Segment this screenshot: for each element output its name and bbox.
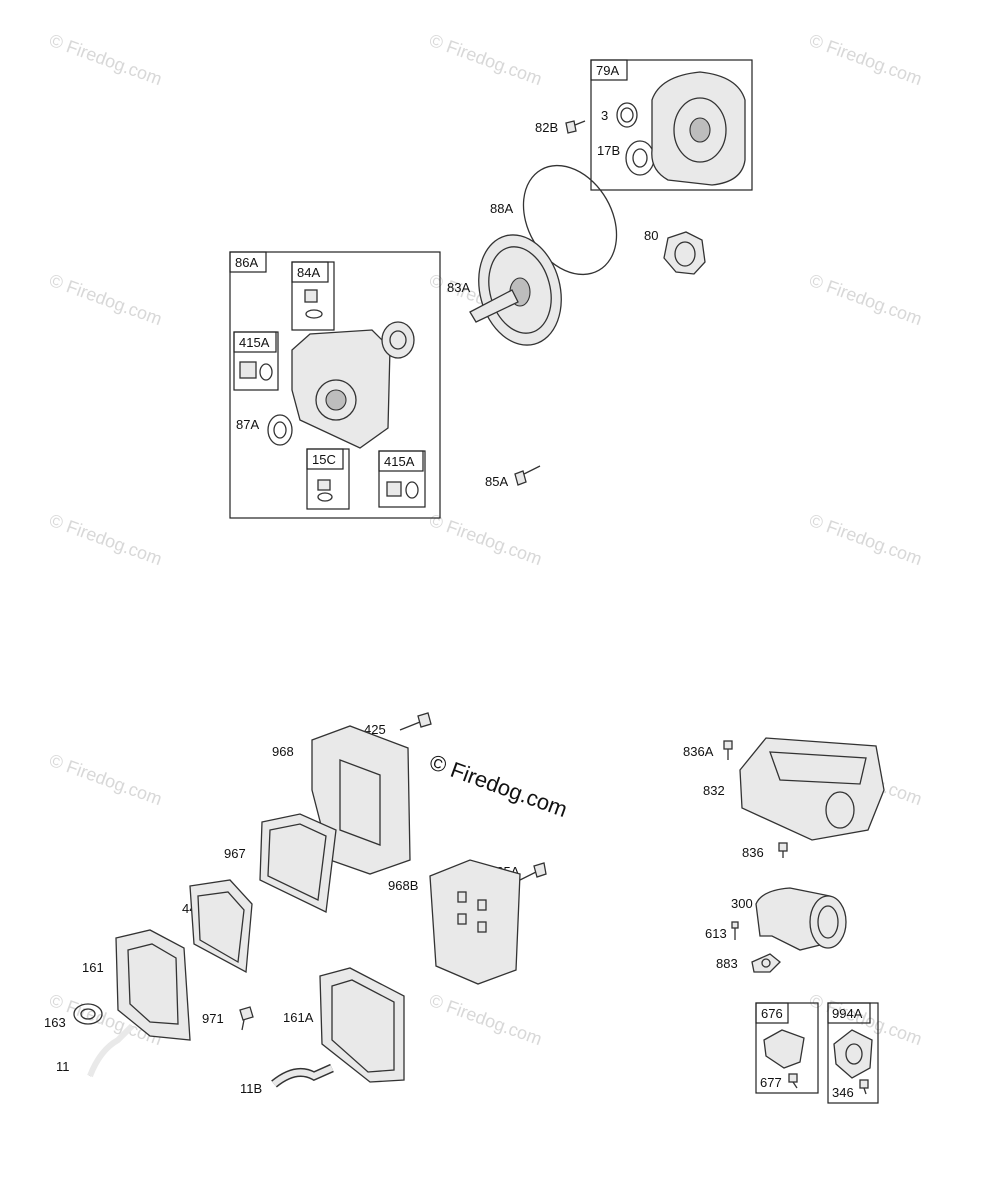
gasket-445 bbox=[189, 879, 253, 974]
bolt-82B bbox=[565, 120, 586, 134]
part-label-883: 883 bbox=[716, 956, 738, 971]
box-86A: 86A 84A 415A 87A 15C 415A bbox=[229, 251, 441, 519]
guard-676 bbox=[763, 1029, 805, 1069]
fitting-415A bbox=[386, 481, 402, 497]
grommet-163 bbox=[73, 1003, 103, 1025]
fitting-415A bbox=[239, 361, 257, 379]
part-label-80: 80 bbox=[644, 228, 658, 243]
bearing bbox=[381, 321, 415, 359]
box-79A: 79A 3 17B bbox=[590, 59, 753, 191]
box-title: 84A bbox=[297, 265, 320, 280]
part-label-85A: 85A bbox=[485, 474, 508, 489]
box-title: 994A bbox=[832, 1006, 863, 1021]
seal-3 bbox=[616, 102, 638, 128]
air-cleaner-cover-968 bbox=[311, 725, 411, 875]
part-label-968B: 968B bbox=[388, 878, 418, 893]
part-label-83A: 83A bbox=[447, 280, 470, 295]
watermark: © Firedog.com bbox=[807, 30, 925, 89]
guard-994A bbox=[833, 1029, 873, 1079]
watermark: © Firedog.com bbox=[427, 510, 545, 569]
part-label-836: 836 bbox=[742, 845, 764, 860]
gasket-80 bbox=[663, 231, 706, 275]
part-label-677: 677 bbox=[760, 1075, 782, 1090]
watermark: © Firedog.com bbox=[427, 30, 545, 89]
box-title: 415A bbox=[384, 454, 415, 469]
part-label-836A: 836A bbox=[683, 744, 714, 759]
part-label-971: 971 bbox=[202, 1011, 224, 1026]
shaft bbox=[469, 289, 519, 323]
part-label-88A: 88A bbox=[490, 201, 513, 216]
seal-87A bbox=[267, 414, 293, 446]
watermark: © Firedog.com bbox=[47, 750, 165, 809]
box-994A: 994A 346 bbox=[827, 1002, 879, 1104]
box-676: 676 677 bbox=[755, 1002, 819, 1094]
plug-15C bbox=[317, 479, 331, 491]
box-title: 86A bbox=[235, 255, 258, 270]
part-label-832: 832 bbox=[703, 783, 725, 798]
part-label-82B: 82B bbox=[535, 120, 558, 135]
part-label-11: 11 bbox=[56, 1059, 70, 1074]
screw-836A bbox=[723, 740, 733, 760]
screw-346 bbox=[859, 1079, 869, 1089]
screw-677 bbox=[788, 1073, 798, 1083]
part-label-967: 967 bbox=[224, 846, 246, 861]
filter-967 bbox=[259, 813, 337, 913]
part-label-161A: 161A bbox=[283, 1010, 314, 1025]
part-label-968: 968 bbox=[272, 744, 294, 759]
plug-84A bbox=[304, 289, 318, 303]
part-label-163: 163 bbox=[44, 1015, 66, 1030]
bearing-17B bbox=[625, 140, 655, 176]
watermark: © Firedog.com bbox=[47, 510, 165, 569]
watermark: © Firedog.com bbox=[427, 990, 545, 1049]
part-label-17B: 17B bbox=[597, 143, 620, 158]
part-label-3: 3 bbox=[601, 108, 608, 123]
watermark-center: © Firedog.com bbox=[426, 749, 570, 822]
watermark: © Firedog.com bbox=[807, 510, 925, 569]
screw-613 bbox=[731, 921, 739, 940]
crankcase-cover-86A bbox=[291, 329, 391, 449]
housing-832 bbox=[739, 737, 885, 841]
part-label-346: 346 bbox=[832, 1085, 854, 1100]
watermark: © Firedog.com bbox=[807, 270, 925, 329]
o-ring-88A bbox=[522, 164, 618, 276]
part-label-11B: 11B bbox=[240, 1081, 262, 1096]
cover-968B bbox=[429, 859, 521, 985]
part-label-87A: 87A bbox=[236, 417, 259, 432]
base-161 bbox=[115, 929, 191, 1041]
base-161A bbox=[319, 967, 405, 1083]
watermark: © Firedog.com bbox=[47, 270, 165, 329]
watermark: © Firedog.com bbox=[47, 30, 165, 89]
gasket-883 bbox=[751, 953, 781, 973]
screw-836 bbox=[778, 842, 788, 858]
drum-83A bbox=[469, 234, 562, 346]
box-title: 79A bbox=[596, 63, 619, 78]
part-label-161: 161 bbox=[82, 960, 104, 975]
box-title: 15C bbox=[312, 452, 336, 467]
box-title: 676 bbox=[761, 1006, 783, 1021]
box-title: 415A bbox=[239, 335, 270, 350]
screw-425 bbox=[399, 712, 432, 731]
part-label-300: 300 bbox=[731, 896, 753, 911]
part-label-613: 613 bbox=[705, 926, 727, 941]
screw-425A bbox=[519, 862, 547, 881]
bolt-85A bbox=[514, 465, 541, 486]
muffler-300 bbox=[755, 887, 847, 951]
screw-971 bbox=[239, 1006, 254, 1031]
